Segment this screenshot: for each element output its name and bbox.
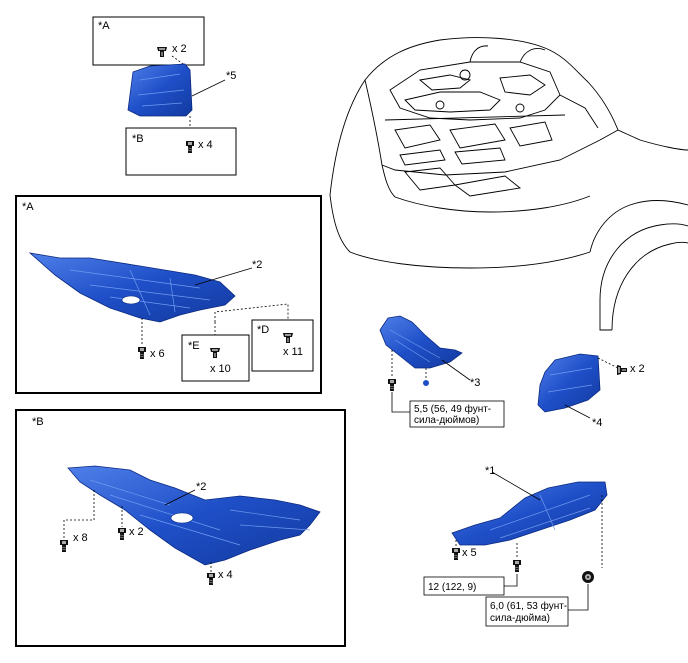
part-2-view-a-label: *2 [252,259,262,271]
vehicle-outline [329,37,688,331]
clip-icon [423,380,429,386]
part-1-shape [451,481,608,546]
torque-box-6 [485,596,569,627]
part-1-group: *1 x 5 12 (122, 9) 6,0 (61, 53 фунт- сил… [423,465,608,627]
view-a-title: *A [22,201,34,213]
bolt-icon [451,547,461,561]
clip-icon [617,365,627,375]
top-view-b-label: *B [132,133,144,145]
part-5-shape [127,63,193,117]
part-4-shape [537,353,601,413]
torque-box-3 [409,400,505,428]
top-view-a-box [92,16,205,66]
view-b-count-4: x 4 [218,569,233,581]
torque-box-12 [423,576,505,596]
view-a-count-6: x 6 [150,348,165,360]
top-view-a-label: *A [98,20,110,32]
view-a-count-11: x 11 [283,346,303,358]
top-b-count: x 4 [198,139,213,151]
top-detail-group: *A x 2 *5 *B x 4 [92,16,237,176]
part-3-shape [379,315,463,369]
view-a-panel: *A *2 x 6 *E x 10 *D x 11 [15,195,322,394]
part-1-label: *1 [485,465,495,477]
view-b-count-2: x 2 [129,526,144,538]
top-a-count: x 2 [172,43,187,55]
view-e-box [181,334,250,382]
view-e-label: *E [188,340,200,352]
bolt-icon [512,559,522,573]
view-b-title: *B [32,416,44,428]
top-view-b-box [125,127,237,176]
view-d-box [251,319,314,372]
torque-6-line1: 6,0 (61, 53 фунт- [490,600,567,612]
torque-12: 12 (122, 9) [428,582,476,593]
part-4-label: *4 [592,417,602,429]
torque-6-line2: сила-дюйма) [490,613,550,624]
part-2-view-b-shape [67,465,321,566]
torque-3-line1: 5,5 (56, 49 фунт- [414,403,491,415]
bolt-icon [387,378,397,392]
nut-icon [582,571,594,583]
part-3-group: *3 5,5 (56, 49 фунт- сила-дюймов) [379,315,505,428]
torque-3-line2: сила-дюймов) [414,415,479,426]
part-4-group: x 2 *4 [537,353,645,429]
part-1-count: x 5 [462,547,477,559]
view-b-count-8: x 8 [73,532,88,544]
view-b-panel: *B *2 x 8 x 2 x 4 [15,409,346,647]
part-2-view-a-shape [28,252,236,323]
part-5-label: *5 [226,70,236,82]
view-a-count-10: x 10 [210,363,231,375]
view-d-label: *D [257,324,269,336]
part-4-count: x 2 [630,363,645,375]
part-2-view-b-label: *2 [196,481,206,493]
part-3-label: *3 [470,377,480,389]
